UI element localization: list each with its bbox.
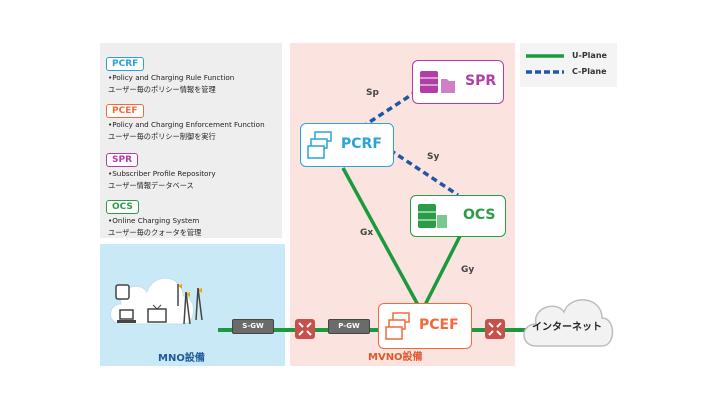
database-icon (420, 71, 455, 93)
mno-zone: MNO設備 (100, 244, 285, 366)
interface-gy: Gy (461, 265, 475, 275)
legend-desc-en: •Policy and Charging Enforcement Functio… (108, 120, 265, 129)
legend-badge-pcrf: PCRF (106, 57, 145, 71)
spr-node: SPR (412, 60, 504, 104)
tablet-icon (115, 284, 130, 300)
legend-badge-ocs: OCS (106, 200, 139, 214)
legend-item-spr: SPR •Subscriber Profile Repository ユーザー情… (106, 147, 216, 191)
gx-link (341, 167, 420, 306)
tv-icon (147, 304, 167, 323)
internet-cloud (523, 299, 614, 347)
legend-panel: PCRF •Policy and Charging Rule Function … (100, 43, 282, 238)
server-stack-icon (385, 312, 410, 340)
pgw-box: P-GW (328, 319, 370, 334)
legend-item-pcrf: PCRF •Policy and Charging Rule Function … (106, 51, 234, 95)
c-plane-label: C-Plane (572, 67, 607, 76)
pcef-label: PCEF (419, 317, 459, 333)
u-plane-label: U-Plane (572, 51, 607, 60)
pcef-node: PCEF (378, 303, 472, 349)
interface-gx: Gx (360, 228, 374, 238)
legend-item-ocs: OCS •Online Charging System ユーザー毎のクォータを管… (106, 194, 201, 238)
router-icon (485, 319, 505, 339)
pcrf-label: PCRF (341, 136, 382, 152)
pcrf-node: PCRF (300, 123, 394, 167)
legend-desc-jp: ユーザー情報データベース (108, 181, 194, 190)
legend-desc-en: •Policy and Charging Rule Function (108, 73, 235, 82)
sy-link (389, 148, 459, 197)
plane-legend-lines (526, 54, 564, 74)
laptop-icon (117, 309, 136, 323)
legend-desc-en: •Subscriber Profile Repository (108, 169, 216, 178)
plane-legend: U-Plane C-Plane (520, 43, 617, 87)
legend-item-pcef: PCEF •Policy and Charging Enforcement Fu… (106, 98, 265, 142)
legend-desc-jp: ユーザー毎のポリシー制御を実行 (108, 132, 216, 141)
router-icon (295, 319, 315, 339)
database-icon (418, 204, 447, 228)
legend-badge-pcef: PCEF (106, 104, 144, 118)
internet-label: インターネット (532, 322, 602, 333)
mno-zone-label: MNO設備 (158, 353, 205, 364)
legend-desc-jp: ユーザー毎のポリシー情報を管理 (108, 85, 216, 94)
gy-link (423, 235, 462, 306)
legend-badge-spr: SPR (106, 153, 139, 167)
interface-sy: Sy (427, 152, 440, 162)
antenna-icon (177, 284, 203, 325)
legend-desc-jp: ユーザー毎のクォータを管理 (108, 228, 202, 237)
mvno-zone-label: MVNO設備 (368, 352, 423, 363)
ocs-label: OCS (463, 207, 496, 223)
legend-desc-en: •Online Charging System (108, 216, 200, 225)
sgw-box: S-GW (232, 319, 274, 334)
interface-sp: Sp (366, 88, 379, 98)
ocs-node: OCS (410, 195, 506, 237)
server-stack-icon (307, 131, 332, 159)
spr-label: SPR (465, 73, 497, 89)
